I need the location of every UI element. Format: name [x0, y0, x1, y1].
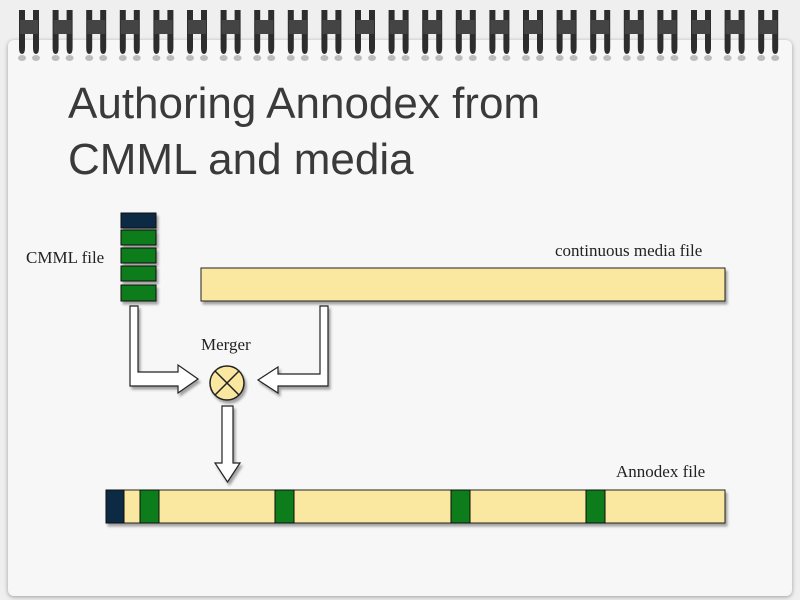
merger-label: Merger [201, 335, 251, 354]
annodex-clip-block [450, 489, 471, 524]
arrow-down-icon [213, 405, 242, 484]
cmml-file-stack [120, 212, 157, 302]
cmml-clip-block [120, 247, 157, 264]
cmml-clip-block [120, 284, 157, 302]
annodex-file-bar [105, 489, 726, 524]
cmml-head-block [120, 212, 157, 229]
media-file-bar [200, 267, 726, 302]
annodex-head-block [105, 489, 125, 524]
media-file-label: continuous media file [555, 241, 703, 260]
merger-cross-icon [209, 365, 245, 401]
cmml-clip-block [120, 229, 157, 246]
arrow-right-icon [129, 305, 200, 395]
annodex-file-label: Annodex file [616, 462, 706, 481]
cmml-file-label: CMML file [26, 248, 105, 267]
annodex-clip-block [139, 489, 160, 524]
cmml-clip-block [120, 265, 157, 282]
slide-title-line-1: Authoring Annodex from [68, 79, 541, 128]
annodex-clip-block [274, 489, 295, 524]
arrow-left-icon [256, 305, 329, 395]
spiral-binding-icon [18, 10, 780, 61]
slide-title-line-2: CMML and media [68, 135, 414, 184]
annodex-clip-block [585, 489, 606, 524]
slide-title: Authoring Annodex from CMML and media [68, 76, 540, 188]
